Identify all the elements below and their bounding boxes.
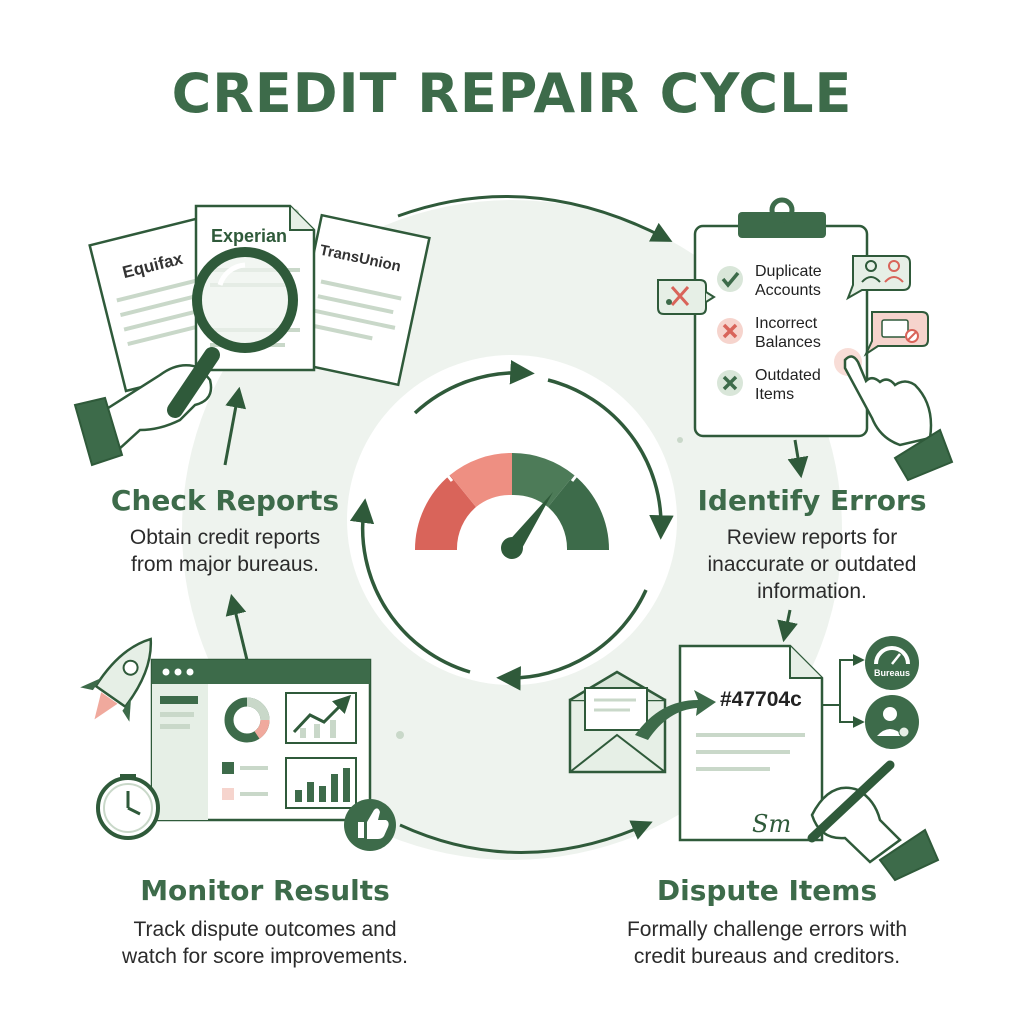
- rocket-icon: [80, 637, 153, 722]
- check-reports-illustration: [73, 204, 431, 467]
- desc-line: Track dispute outcomes and: [133, 918, 397, 941]
- clock-icon: [96, 774, 160, 840]
- bureau-label-experian: Experian: [211, 226, 288, 246]
- arrow-identify-down: [787, 439, 809, 479]
- desc-line: watch for score improvements.: [122, 945, 408, 968]
- checklist-line: Items: [755, 386, 795, 403]
- dispute-items-illustration: [568, 636, 940, 882]
- identify-errors-illustration: [657, 197, 954, 482]
- arrow-dispute-monitor: [399, 820, 653, 854]
- center-disc: [347, 355, 677, 685]
- checklist-line: Incorrect: [755, 315, 818, 332]
- send-arrow-icon: [635, 690, 716, 740]
- step-title-monitor-results: Monitor Results: [140, 874, 390, 907]
- pen-icon: [807, 760, 940, 882]
- cross-mark-icon: [717, 318, 743, 344]
- step-title-dispute-items: Dispute Items: [656, 874, 878, 907]
- desc-line: inaccurate or outdated: [707, 553, 917, 576]
- checklist-item-outdated: Outdated Items: [755, 366, 821, 404]
- monitor-results-illustration: [80, 637, 396, 851]
- checklist-item-incorrect: Incorrect Balances: [755, 314, 821, 352]
- inner-cycle-arrows: [349, 360, 674, 691]
- step-desc-identify-errors: Review reports for inaccurate or outdate…: [662, 524, 962, 605]
- card-blocked-icon: [863, 311, 929, 357]
- magnifying-glass-icon: [167, 247, 298, 418]
- pointing-hand-icon: [834, 348, 954, 482]
- checklist-line: Balances: [755, 334, 821, 351]
- checklist-item-duplicate: Duplicate Accounts: [755, 262, 822, 300]
- step-title-identify-errors: Identify Errors: [697, 484, 927, 517]
- users-icon: [846, 255, 911, 301]
- credit-score-gauge-icon: [414, 452, 610, 559]
- bureaus-badge-label: Bureaus: [873, 668, 910, 678]
- dashboard-icon: [150, 658, 372, 822]
- thumbs-up-icon: [344, 799, 396, 851]
- arrow-check-to-identify: [397, 194, 673, 242]
- dispute-reference-number: #47704c: [720, 688, 802, 711]
- gauge-icon: [865, 636, 919, 690]
- desc-line: Formally challenge errors with: [626, 918, 908, 941]
- step-desc-monitor-results: Track dispute outcomes and watch for sco…: [90, 916, 440, 970]
- desc-line: from major bureaus.: [131, 553, 319, 576]
- document-icon: [678, 644, 824, 842]
- page-title: CREDIT REPAIR CYCLE: [171, 62, 853, 125]
- step-title-check-reports: Check Reports: [110, 484, 340, 517]
- checklist-line: Accounts: [755, 282, 821, 299]
- check-mark-icon: [717, 266, 743, 292]
- step-desc-dispute-items: Formally challenge errors with credit bu…: [582, 916, 952, 970]
- desc-line: Obtain credit reports: [129, 526, 321, 549]
- person-icon: [865, 695, 919, 749]
- checklist-line: Outdated: [755, 367, 821, 384]
- desc-line: credit bureaus and creditors.: [633, 945, 901, 968]
- arrow-identify-to-dispute: [777, 609, 798, 643]
- checklist-line: Duplicate: [755, 263, 822, 280]
- flag-icon: [657, 279, 716, 315]
- desc-line: information.: [757, 580, 867, 603]
- signature: Sm: [752, 810, 792, 838]
- desc-line: Review reports for: [726, 526, 898, 549]
- arrow-check-up: [223, 386, 247, 466]
- step-desc-check-reports: Obtain credit reports from major bureaus…: [75, 524, 375, 578]
- cross-mark-icon: [717, 370, 743, 396]
- branch-arrows: [822, 654, 865, 728]
- arrow-monitor-to-check: [225, 593, 249, 661]
